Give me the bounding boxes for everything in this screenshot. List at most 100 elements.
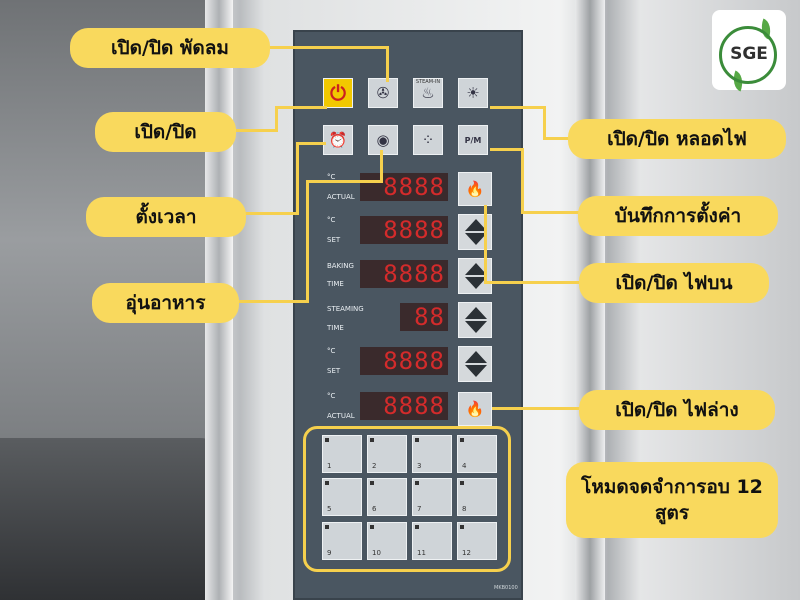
recipe-number: 5 [327,505,332,513]
display-top-set: °C SET 8888 [325,216,448,246]
recipe-button-3[interactable]: 3 [412,435,452,473]
model-code: MKB0100 [494,585,518,591]
display-unit: °C [327,216,336,224]
connector-fan [386,46,389,82]
sge-logo: SGE [712,10,786,92]
logo-ring [719,26,777,84]
lightbulb-icon: ☀ [466,84,480,102]
recipe-button-11[interactable]: 11 [412,522,452,560]
recipe-number: 9 [327,549,332,557]
recipe-number: 4 [462,462,467,470]
recipe-button-5[interactable]: 5 [322,478,362,516]
display-unit: °C [327,392,336,400]
led-readout: 8888 [360,392,448,420]
connector-warming [306,180,382,183]
recipe-number: 3 [417,462,422,470]
connector-power [236,129,278,132]
logo-text: SGE [730,44,768,64]
callout-recipes: โหมดจดจำการอบ 12 สูตร [566,462,778,538]
connector-bottom-heat [492,407,580,410]
connector-light [490,106,545,109]
bottom-set-adjust[interactable] [458,346,492,382]
recipe-highlight-frame [303,426,511,572]
display-unit: BAKING [327,262,354,270]
recipe-number: 11 [417,549,426,557]
connector-timer [244,212,299,215]
flame-icon: 🔥 [465,180,485,198]
steaming-time-adjust[interactable] [458,302,492,338]
recipe-button-6[interactable]: 6 [367,478,407,516]
led-readout: 8888 [360,173,448,201]
display-unit: °C [327,173,336,181]
led-readout: 8888 [360,347,448,375]
fan-icon: ✇ [376,84,390,102]
steam-label: STEAM-IN [415,79,441,85]
connector-timer [296,142,299,215]
callout-power: เปิด/ปิด [95,112,236,152]
display-unit: STEAMING [327,305,364,313]
connector-warming [380,150,383,183]
display-label: SET [327,367,341,375]
save-settings-button[interactable]: P/M [458,125,488,155]
recipe-button-4[interactable]: 4 [457,435,497,473]
power-icon: ⏻ [330,81,346,105]
display-label: ACTUAL [327,193,355,201]
alarm-clock-icon: ⏰ [328,131,348,149]
recipe-grid: 1 2 3 4 5 6 7 8 9 10 11 12 [303,426,508,566]
warming-icon: ◉ [376,131,390,149]
recipe-number: 10 [372,549,381,557]
display-label: TIME [327,324,344,332]
connector-save [490,148,524,151]
oven-handle [0,438,230,600]
top-heat-button[interactable]: 🔥 [458,172,492,206]
recipe-number: 7 [417,505,422,513]
flame-icon: 🔥 [465,400,485,418]
connector-power [275,106,278,132]
callout-bottom-heat: เปิด/ปิด ไฟล่าง [579,390,775,430]
recipe-button-8[interactable]: 8 [457,478,497,516]
led-readout: 88 [400,303,448,331]
display-steaming-time: STEAMING TIME 88 [325,303,448,333]
callout-fan: เปิด/ปิด พัดลม [70,28,270,68]
warming-button[interactable]: ◉ [368,125,398,155]
recipe-button-10[interactable]: 10 [367,522,407,560]
timer-button[interactable]: ⏰ [323,125,353,155]
connector-top-heat [484,281,580,284]
recipe-number: 12 [462,549,471,557]
recipe-number: 2 [372,462,377,470]
recipe-number: 1 [327,462,332,470]
connector-fan [237,46,389,49]
connector-save [521,211,579,214]
spray-icon: ⁘ [421,131,435,149]
steam-button[interactable]: ♨ [413,78,443,108]
pm-label: P/M [464,135,482,145]
callout-light: เปิด/ปิด หลอดไฟ [568,119,786,159]
connector-warming [306,180,309,303]
light-button[interactable]: ☀ [458,78,488,108]
fan-button[interactable]: ✇ [368,78,398,108]
recipe-button-12[interactable]: 12 [457,522,497,560]
power-button[interactable]: ⏻ [323,78,353,108]
connector-top-heat [484,205,487,283]
connector-save [521,148,524,213]
connector-light [543,137,573,140]
connector-timer [296,142,326,145]
display-label: ACTUAL [327,412,355,420]
display-label: SET [327,236,341,244]
recipe-button-7[interactable]: 7 [412,478,452,516]
display-bottom-actual: °C ACTUAL 8888 [325,392,448,422]
recipe-button-2[interactable]: 2 [367,435,407,473]
display-label: TIME [327,280,344,288]
display-unit: °C [327,347,336,355]
display-top-actual: °C ACTUAL 8888 [325,173,448,203]
recipe-number: 8 [462,505,467,513]
connector-power [275,106,327,109]
callout-save-settings: บันทึกการตั้งค่า [578,196,778,236]
callout-warming: อุ่นอาหาร [92,283,239,323]
recipe-button-9[interactable]: 9 [322,522,362,560]
connector-warming [236,300,309,303]
spray-button[interactable]: ⁘ [413,125,443,155]
recipe-button-1[interactable]: 1 [322,435,362,473]
callout-top-heat: เปิด/ปิด ไฟบน [579,263,769,303]
bottom-heat-button[interactable]: 🔥 [458,392,492,426]
